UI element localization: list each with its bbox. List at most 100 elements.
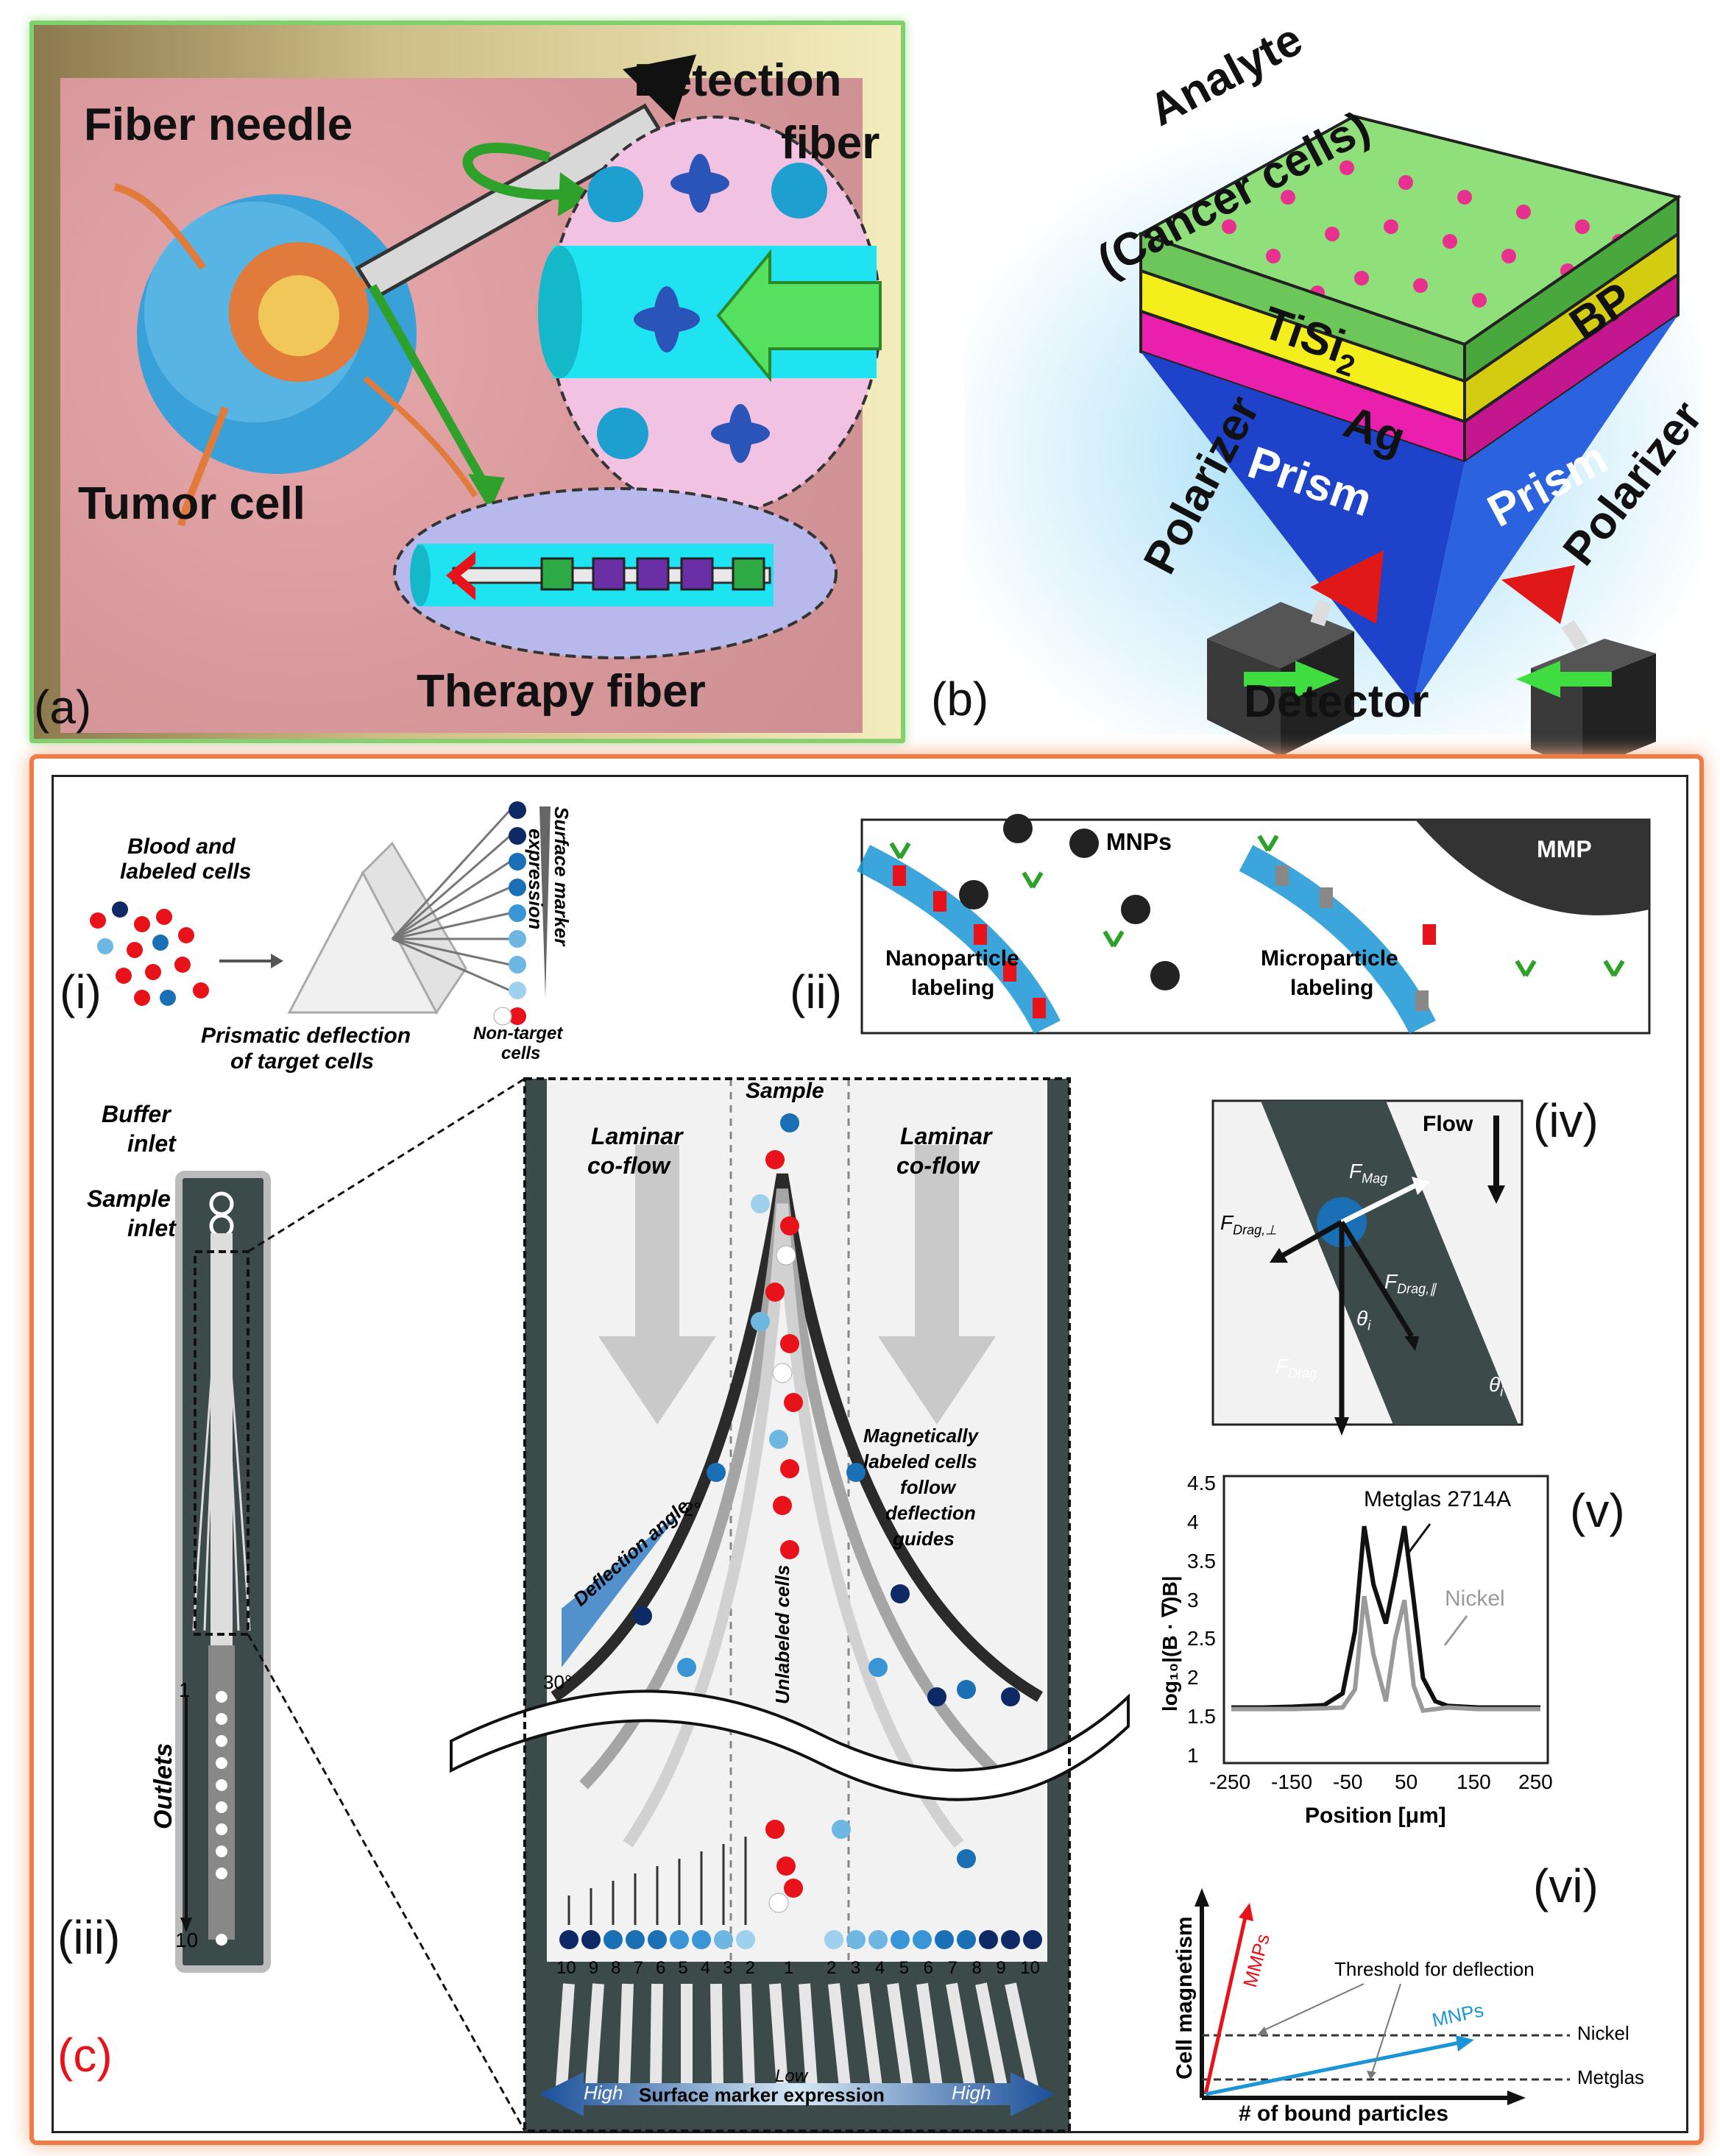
chart-xtick: -150	[1271, 1770, 1313, 1793]
panel-b-label: (b)	[931, 673, 989, 726]
chart-ytick: 1	[1187, 1744, 1199, 1767]
surface-marker-label-2: expression	[525, 829, 547, 930]
laminar-right-2: co-flow	[896, 1152, 979, 1179]
series-metglas-line	[1231, 1525, 1540, 1710]
therapy-fiber-label: Therapy fiber	[417, 666, 706, 717]
sub-v-label: (v)	[1570, 1484, 1625, 1537]
magnetic-label-4: deflection	[885, 1502, 976, 1524]
tumor-cell-label: Tumor cell	[78, 478, 305, 529]
sub-iv-label: (iv)	[1533, 1094, 1599, 1147]
outlet-num: 3	[723, 1958, 733, 1978]
cell-magnetism-label: Cell magnetism	[1172, 1916, 1197, 2079]
panel-a-illustration	[113, 54, 882, 659]
outlet-num: 8	[972, 1958, 982, 1978]
outlet-num: 9	[588, 1958, 599, 1978]
fdrag-par-subscript: Drag,∥	[1397, 1281, 1437, 1297]
chart-ytick: 1.5	[1187, 1705, 1216, 1728]
flow-label: Flow	[1423, 1112, 1473, 1136]
prism-left-face	[1141, 352, 1465, 705]
detector-arrow-left-icon	[1244, 661, 1339, 698]
magnetic-label-1: Magnetically	[863, 1425, 979, 1447]
outlet-num: 4	[874, 1958, 885, 1978]
analyte-molecules	[1222, 160, 1627, 308]
sub-ii-label: (ii)	[790, 965, 843, 1018]
threshold-label: Threshold for deflection	[1334, 1958, 1535, 1980]
theta-subscript: i	[1367, 1318, 1371, 1333]
nickel-threshold-label: Nickel	[1577, 2022, 1629, 2044]
light-arrow-icon	[716, 249, 882, 383]
sub-v-chart	[1222, 1475, 1549, 1765]
high-right-label: High	[952, 2082, 991, 2104]
fdrag-par-text: F	[1384, 1270, 1398, 1293]
outlet-num: 3	[850, 1958, 861, 1978]
sub-iii-label: (iii)	[57, 1911, 121, 1964]
panel-a-label: (a)	[34, 681, 92, 734]
prismatic-label-2: of target cells	[230, 1049, 375, 1074]
low-label: Low	[775, 2066, 808, 2086]
sample-inlet-label-2: inlet	[127, 1215, 176, 1241]
magnetic-label-3: follow	[900, 1476, 956, 1498]
fdrag-subscript: Drag	[1288, 1366, 1317, 1381]
outlet-num: 2	[745, 1958, 755, 1978]
surface-marker-expression-label: Surface marker expression	[639, 2084, 885, 2106]
unlabeled-cells-label: Unlabeled cells	[771, 1564, 793, 1704]
theta-text: θ	[1356, 1307, 1368, 1330]
nontarget-label-2: cells	[501, 1043, 541, 1063]
outlet-num: 8	[611, 1958, 621, 1978]
sub-i-diagram	[90, 801, 551, 1026]
micro-label-2: labeling	[1290, 976, 1374, 1000]
fdrag-label: FDrag	[1275, 1355, 1317, 1382]
outlet-num: 10	[1020, 1958, 1040, 1978]
detector-arrow-right-icon	[1516, 661, 1612, 698]
outlet-num: 10	[556, 1958, 576, 1978]
outlets-label: Outlets	[149, 1742, 177, 1829]
nickel-series-label: Nickel	[1445, 1586, 1505, 1611]
chart-xlabel: Position [μm]	[1305, 1804, 1446, 1828]
center-sample-label: Sample	[746, 1079, 824, 1103]
outlet-num: 2	[827, 1958, 837, 1978]
sub-ii-diagram	[857, 814, 1651, 1035]
metglas-threshold-label: Metglas	[1577, 2066, 1645, 2088]
blood-label-1: Blood and	[127, 834, 236, 859]
buffer-inlet-label-1: Buffer	[102, 1101, 171, 1127]
surface-marker-label-1: Surface marker	[551, 806, 573, 946]
theta-label-2: θi	[1489, 1373, 1503, 1400]
rotation-arrow-icon	[558, 172, 593, 216]
prism-right-face	[1413, 315, 1678, 705]
chart-xtick: -250	[1209, 1770, 1251, 1793]
chart-xtick: 150	[1457, 1770, 1491, 1793]
chart-ytick: 4.5	[1187, 1472, 1216, 1494]
fdrag-text: F	[1275, 1355, 1289, 1377]
polarizer-left-icon	[1310, 550, 1384, 624]
sub-i-label: (i)	[60, 965, 102, 1018]
angle-small-label: 2°	[683, 1498, 701, 1520]
theta-subscript: i	[1500, 1384, 1504, 1400]
metglas-series-label: Metglas 2714A	[1364, 1487, 1512, 1511]
chart-xtick: -50	[1333, 1770, 1363, 1793]
outlet-num: 5	[899, 1958, 910, 1978]
panel-a: Fiber needle Detection fiber Tumor cell …	[29, 21, 905, 743]
panel-c-frame: Blood and labeled cells Prismatic deflec…	[52, 775, 1688, 2133]
micro-label-1: Microparticle	[1261, 946, 1398, 971]
laminar-left-2: co-flow	[587, 1152, 670, 1179]
fmag-subscript: Mag	[1362, 1171, 1388, 1186]
outlet-num: 6	[655, 1958, 666, 1978]
chart-ytick: 3	[1187, 1588, 1199, 1611]
outlet-num: 5	[678, 1958, 688, 1978]
chart-xtick: 50	[1395, 1770, 1418, 1793]
polarizer-right-icon	[1501, 565, 1575, 624]
panel-b: Analyte (Cancer cells) BP TiSi2 Ag Prism…	[920, 14, 1715, 771]
chart-ytick: 4	[1187, 1510, 1199, 1533]
center-channel	[450, 1077, 1130, 2132]
detection-fiber-label-2: fiber	[781, 118, 880, 169]
series-nickel-line	[1231, 1595, 1540, 1713]
molecule-icon	[634, 154, 770, 463]
buffer-inlet-label-2: inlet	[127, 1130, 176, 1157]
panel-c-illustration	[90, 801, 1651, 2132]
panel-b-illustration	[964, 109, 1700, 771]
mmp-label: MMP	[1537, 836, 1592, 862]
fdrag-perp-text: F	[1220, 1211, 1234, 1234]
prismatic-label-1: Prismatic deflection	[201, 1024, 411, 1048]
sub-vi-label: (vi)	[1533, 1859, 1599, 1912]
